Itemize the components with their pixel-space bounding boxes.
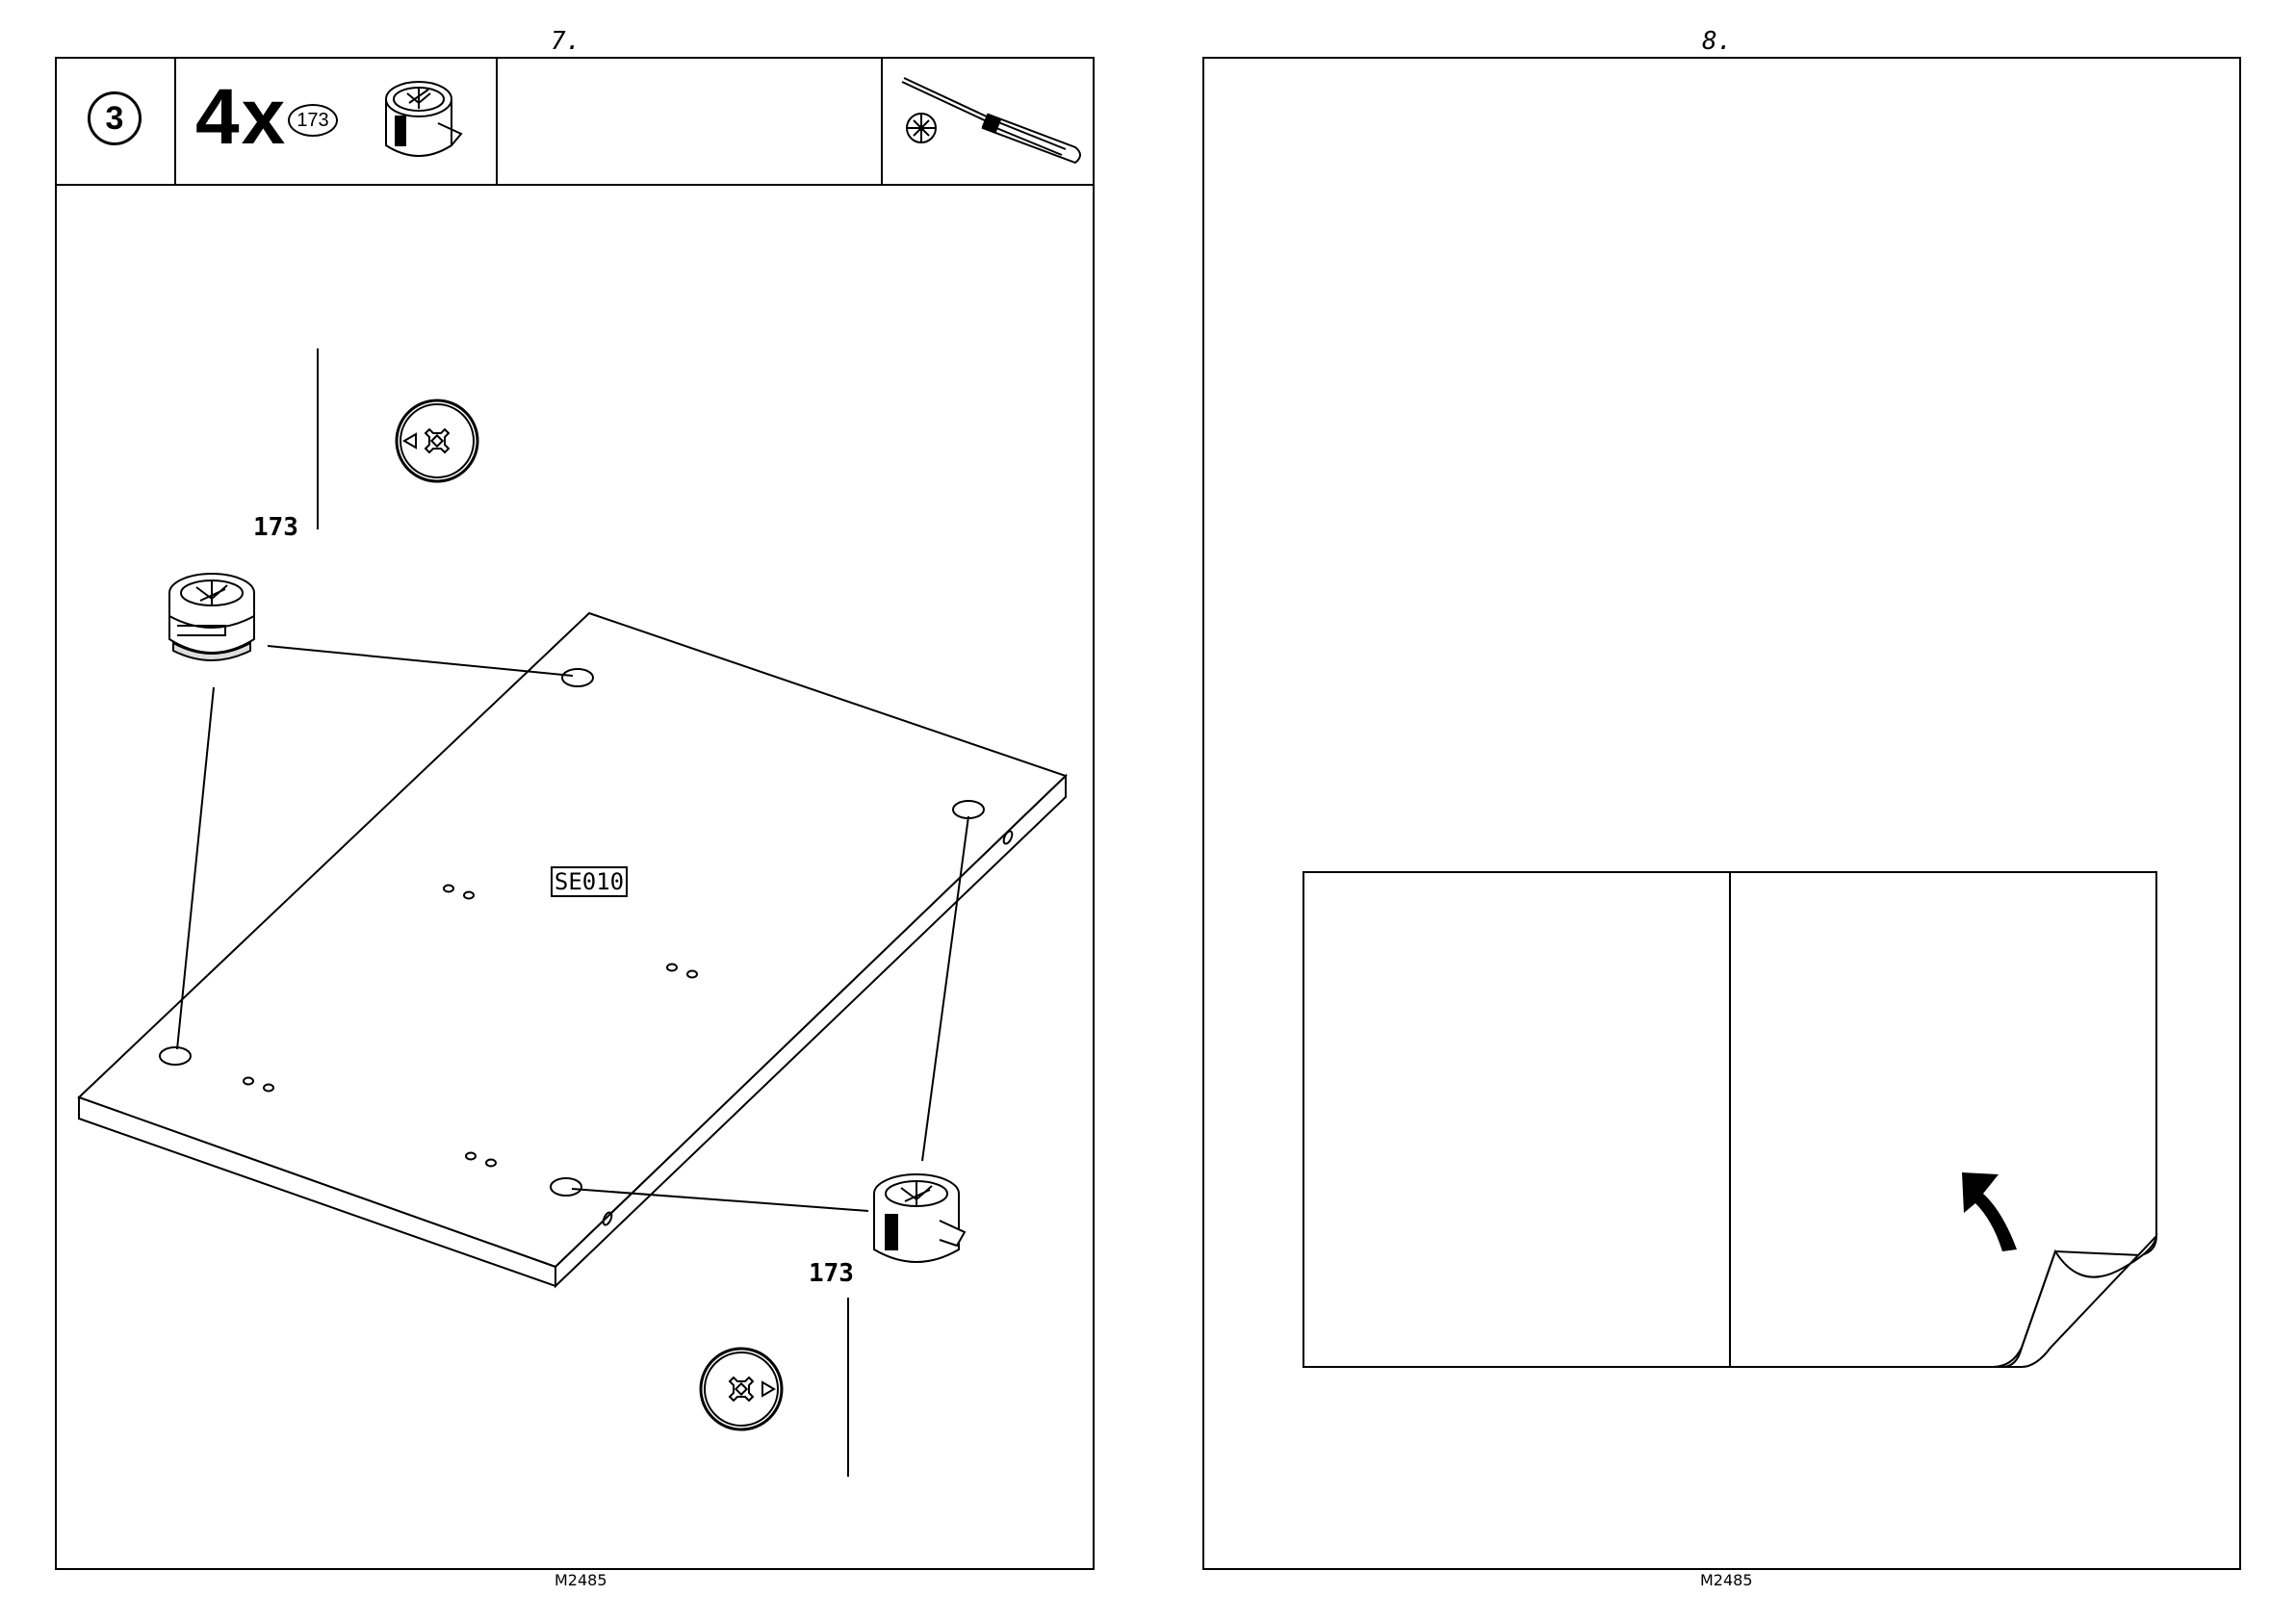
turn-page-illustration <box>1303 872 2156 1367</box>
callout-label-bottom: 173 <box>809 1259 854 1288</box>
cam-lock-rotation-icon <box>397 400 477 481</box>
footer-code-right: M2485 <box>1700 1571 1753 1589</box>
callout-label-top: 173 <box>253 513 298 542</box>
leader-line-1 <box>268 646 573 676</box>
panel-label: SE010 <box>551 866 628 897</box>
footer-code-left: M2485 <box>555 1571 607 1589</box>
cam-lock-fitting-icon <box>874 1174 965 1262</box>
cam-lock-rotation-icon <box>701 1349 782 1429</box>
cam-lock-fitting-icon <box>169 574 254 660</box>
